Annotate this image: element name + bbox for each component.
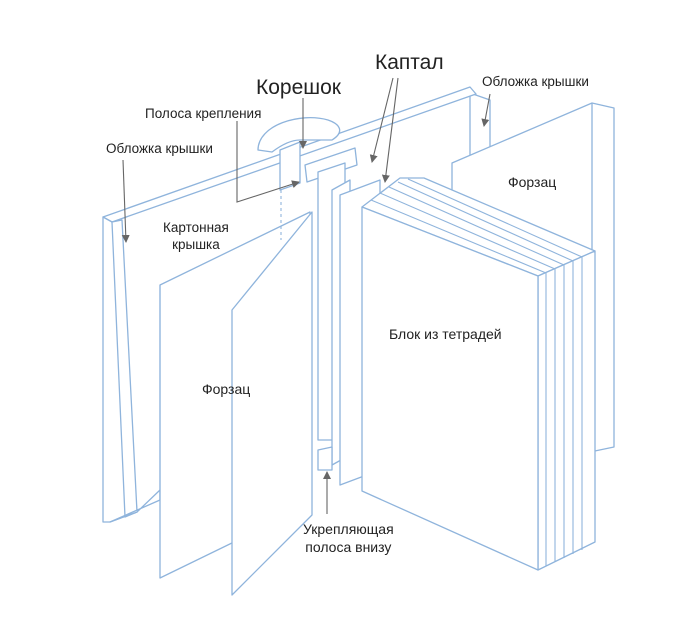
label-forzac-right: Форзац xyxy=(508,174,557,190)
label-blok: Блок из тетрадей xyxy=(389,326,502,342)
arrow-polosa xyxy=(236,121,300,203)
label-kartonnaya-line2: крышка xyxy=(172,236,220,252)
book-outlines xyxy=(102,86,615,596)
label-ukrep-line2: полоса внизу xyxy=(305,538,392,555)
block-front xyxy=(361,206,539,571)
leader-arrows xyxy=(121,77,491,514)
block-signature-lines xyxy=(370,178,583,566)
label-ukrep-line1: Укрепляющая xyxy=(303,521,394,537)
label-oblozhka-left: Обложка крышки xyxy=(106,141,213,156)
arrow-kaptal-2 xyxy=(381,77,399,183)
bottom-strip xyxy=(317,446,333,471)
arrow-oblozhka-right xyxy=(481,93,491,127)
spine-body xyxy=(279,141,301,191)
label-kartonnaya-line1: Картонная xyxy=(163,220,229,235)
left-endpaper-front xyxy=(231,211,313,596)
arrow-oblozhka-left xyxy=(121,159,130,243)
label-koreshok: Корешок xyxy=(256,76,341,99)
label-ukrep: Укрепляющая полоса внизу xyxy=(303,521,394,556)
label-forzac-left: Форзац xyxy=(202,381,251,397)
label-kartonnaya: Картонная крышка xyxy=(163,220,229,254)
label-kaptal: Каптал xyxy=(375,51,444,74)
label-oblozhka-right: Обложка крышки xyxy=(482,74,589,89)
spine-roll xyxy=(257,116,341,153)
arrow-kaptal-1 xyxy=(369,77,394,163)
label-polosa: Полоса крепления xyxy=(145,106,262,121)
